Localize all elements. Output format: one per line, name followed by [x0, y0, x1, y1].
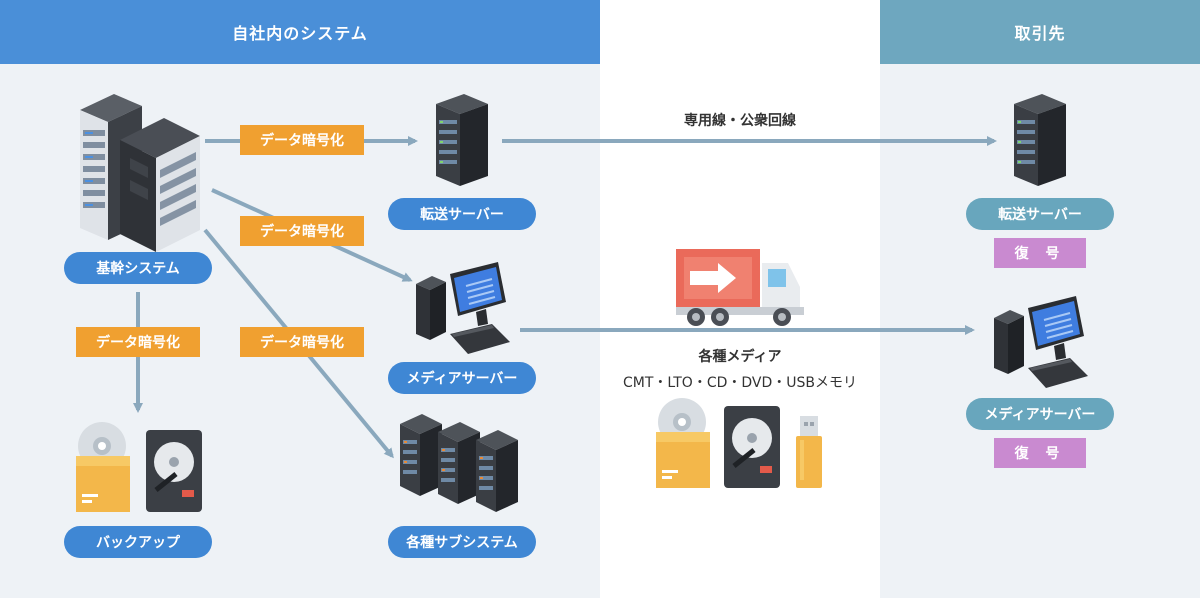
encrypt-tag-backup: データ暗号化: [76, 327, 200, 357]
encrypt-tag-subsystems: データ暗号化: [240, 327, 364, 357]
internal-header: 自社内のシステム: [0, 0, 600, 64]
transfer-server-label: 転送サーバー: [388, 198, 536, 230]
server-tower-icon: [1014, 94, 1066, 186]
decode-tag-media: 復 号: [994, 438, 1086, 468]
decode-tag-transfer: 復 号: [994, 238, 1086, 268]
backup-label: バックアップ: [64, 526, 212, 558]
hard-disk-icon: [146, 430, 202, 512]
partner-header: 取引先: [880, 0, 1200, 64]
hard-disk-icon: [724, 406, 780, 488]
encrypt-tag-media: データ暗号化: [240, 216, 364, 246]
media-list: CMT・LTO・CD・DVD・USBメモリ: [622, 375, 858, 391]
media-title: 各種メディア: [698, 349, 782, 365]
media-server-label: メディアサーバー: [388, 362, 536, 394]
cd-box-icon: [76, 422, 130, 512]
desktop-pc-icon: [416, 262, 510, 354]
partner-transfer-server-label: 転送サーバー: [966, 198, 1114, 230]
subsystems-label: 各種サブシステム: [388, 526, 536, 558]
encrypt-tag-transfer: データ暗号化: [240, 125, 364, 155]
core-system-label: 基幹システム: [64, 252, 212, 284]
desktop-pc-icon: [994, 296, 1088, 388]
line-label: 専用線・公衆回線: [684, 113, 796, 129]
server-rack-icon: [80, 94, 200, 252]
truck-icon: [676, 249, 804, 326]
server-tower-icon: [436, 94, 488, 186]
partner-media-server-label: メディアサーバー: [966, 398, 1114, 430]
cd-box-icon: [656, 398, 710, 488]
server-group-icon: [400, 414, 518, 512]
usb-memory-icon: [796, 416, 822, 488]
